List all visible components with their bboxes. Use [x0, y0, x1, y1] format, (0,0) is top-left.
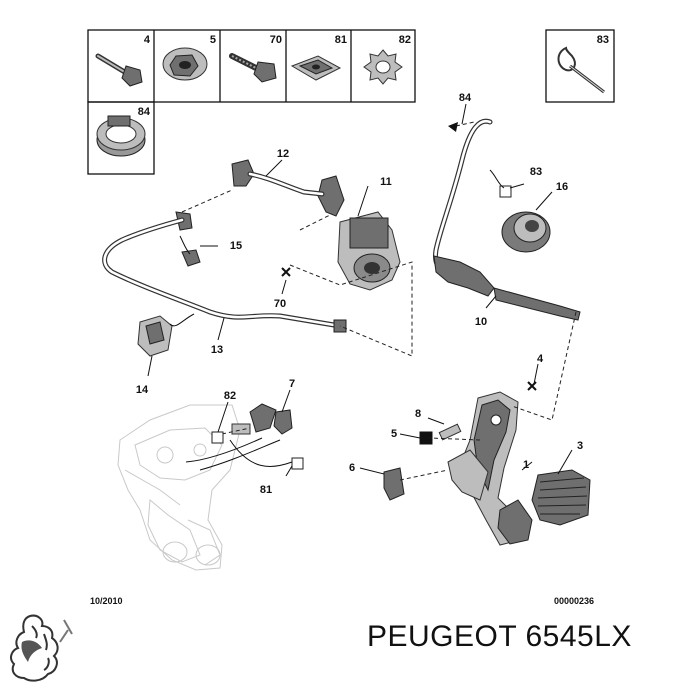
bolt-part-icon [95, 53, 143, 87]
callout-83: 83 [530, 166, 542, 178]
bracket-7 [185, 403, 293, 471]
callout-84: 84 [459, 92, 472, 104]
callout-14: 14 [136, 384, 149, 396]
switch-6 [383, 467, 405, 501]
callout-3: 3 [577, 440, 583, 452]
clip-nut-part-icon [290, 55, 342, 81]
peugeot-lion-logo [10, 614, 73, 682]
master-cylinder [317, 175, 401, 291]
flange-nut-part-icon [162, 47, 208, 81]
clutch-pipe [102, 211, 347, 333]
callout-70: 70 [274, 298, 286, 310]
callout-1: 1 [523, 459, 529, 471]
bulkhead-grommet-16 [501, 211, 551, 253]
diagram-date: 10/2010 [90, 596, 123, 606]
slave-line [433, 118, 581, 321]
assembly-lines [181, 121, 577, 481]
pin-8 [438, 423, 462, 441]
callout-6: 6 [349, 462, 355, 474]
diagram-reference: 00000236 [554, 596, 595, 606]
callout-7: 7 [289, 378, 295, 390]
callout-4: 4 [537, 353, 544, 365]
callout-labels: 84 83 16 12 11 15 70 10 13 14 82 7 4 8 5… [136, 92, 583, 496]
callout-10: 10 [475, 316, 487, 328]
pipe-bracket-14 [137, 315, 173, 357]
callout-82: 82 [224, 390, 236, 402]
cable-tie-part-icon [557, 46, 605, 94]
legend-cell-82: 82 [399, 34, 411, 46]
callout-81: 81 [260, 484, 272, 496]
reservoir-hose [231, 159, 325, 197]
legend-cell-5: 5 [210, 34, 216, 46]
callout-13: 13 [211, 344, 223, 356]
legend-cell-81: 81 [335, 34, 347, 46]
star-washer-part-icon [363, 49, 403, 85]
detail-markers [211, 122, 537, 470]
legend-cell-84: 84 [138, 106, 151, 118]
legend-cell-83: 83 [597, 34, 609, 46]
pedal-box-outline [117, 404, 241, 571]
callout-12: 12 [277, 148, 289, 160]
clutch-pedal-assembly [447, 391, 591, 546]
pipe-clip-15 [181, 249, 201, 267]
legend-grid: 4 5 70 81 82 84 [87, 29, 615, 175]
callout-5: 5 [391, 428, 397, 440]
callout-11: 11 [380, 176, 392, 188]
legend-cell-4: 4 [144, 34, 151, 46]
screw-part-icon [229, 53, 277, 83]
callout-16: 16 [556, 181, 568, 193]
hose-clamp-part-icon [96, 115, 146, 157]
callout-15: 15 [230, 240, 242, 252]
brand-part-number: PEUGEOT 6545LX [367, 620, 632, 653]
callout-8: 8 [415, 408, 421, 420]
leader-lines [147, 103, 573, 477]
legend-cell-70: 70 [270, 34, 282, 46]
